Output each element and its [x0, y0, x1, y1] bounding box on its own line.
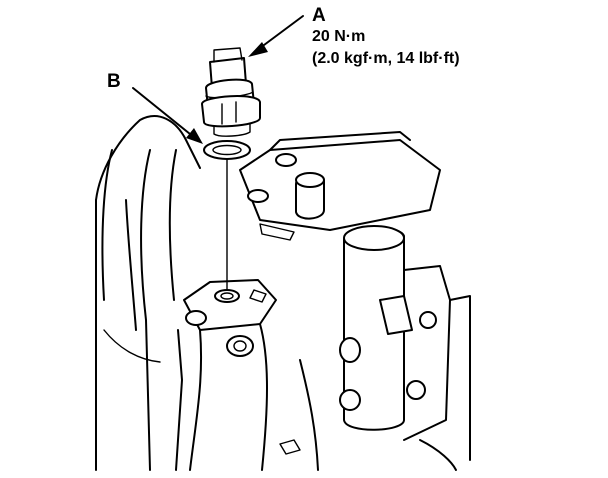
transmission-housing	[95, 115, 471, 471]
torque-spec-alt-units: (2.0 kgf·m, 14 lbf·ft)	[312, 50, 460, 67]
torque-spec: 20 N·m	[312, 28, 366, 45]
callout-a-letter: A	[312, 5, 326, 26]
o-ring-b	[203, 140, 251, 160]
sensor-a	[201, 47, 261, 137]
leader-arrow-b	[132, 87, 203, 144]
callout-b-letter: B	[107, 71, 121, 92]
leader-arrow-a	[248, 15, 304, 57]
